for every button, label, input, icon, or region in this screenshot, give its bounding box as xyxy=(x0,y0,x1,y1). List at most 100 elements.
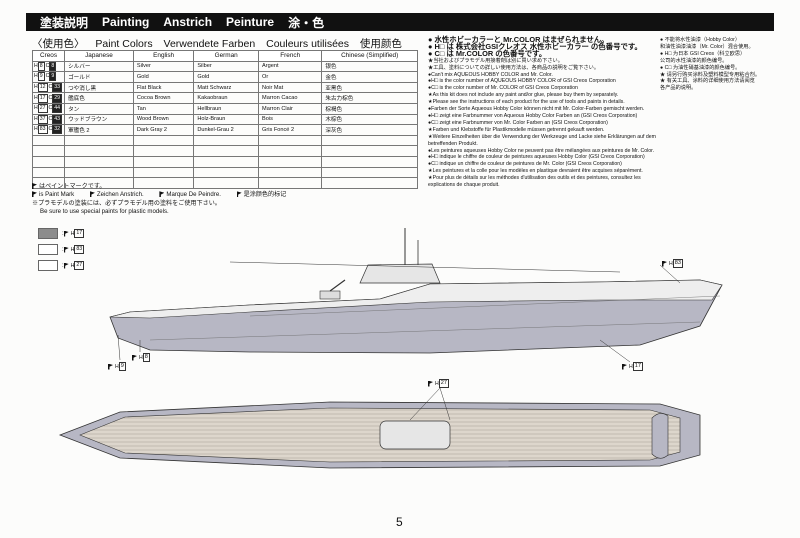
info-line: ● 水性ホビーカラーと Mr.COLOR はまぜられません。 xyxy=(428,35,609,44)
paint-mark-flag-icon xyxy=(108,363,113,370)
callout-line xyxy=(659,264,681,284)
paint-mark-translations: is Paint Mark Zeichen Anstrich. Marque D… xyxy=(32,191,300,199)
header-cn: 涂・色 xyxy=(288,15,325,30)
callout-line xyxy=(599,339,631,363)
page-number: 5 xyxy=(396,515,403,529)
info-line-fr: ★Les peintures et la colle pour les modè… xyxy=(428,168,643,175)
paint-title-en: Paint Colors xyxy=(95,38,153,50)
empty-table-row xyxy=(31,177,418,189)
info-cn-line: ● 不能将水性油漆（Hobby Color） xyxy=(660,37,741,43)
info-cn-line: ★ 有关工具、涂料的详细使用方法请阅览 xyxy=(660,78,755,85)
info-line-de: ●H□ zeigt eine Farbnummer von Aqueous Ho… xyxy=(428,112,638,119)
hull-seam xyxy=(149,321,701,341)
paint-mark-cn: 是涂颜色的标记 xyxy=(243,191,287,199)
paint-mark-jp: はペイントマークです。 xyxy=(39,183,106,190)
callout-code: 17 xyxy=(632,362,643,371)
paint-title-jp: 〈使用色〉 xyxy=(32,38,85,50)
header-de: Anstrich xyxy=(163,15,213,29)
swatch-chip xyxy=(38,228,58,239)
callout-code: 83 xyxy=(672,259,683,268)
header-fr: Peinture xyxy=(226,15,275,29)
hobby-color-code: 17 xyxy=(37,93,48,103)
paint-info-block: ● 水性ホビーカラーと Mr.COLOR はまぜられません。 ● H□ は 株式… xyxy=(428,35,658,189)
mr-color-code: 43 xyxy=(52,114,63,124)
header-en: Painting xyxy=(102,15,150,29)
mr-color-code: 32 xyxy=(52,125,63,135)
swatch-code: 83 xyxy=(74,245,85,254)
paint-color-table: Creos Japanese English German French Chi… xyxy=(31,50,418,189)
callout-line xyxy=(117,334,121,361)
mr-color-code: 9 xyxy=(49,72,57,82)
info-line: ● H□ は 株式会社GSIクレオス 水性ホビーカラー の色番号です。 xyxy=(428,41,642,51)
swatch-sep: : xyxy=(62,246,64,253)
deck-gun xyxy=(319,290,341,300)
hobby-color-code: 9 xyxy=(37,72,45,82)
paint-mark-en: is Paint Mark xyxy=(39,191,75,199)
paint-mark-jp-row: はペイントマークです。 xyxy=(32,183,300,191)
paint-mark-fr: Marque De Peindre. xyxy=(166,191,221,199)
info-line: ● C□ は Mr.COLOR の色番号です。 xyxy=(428,48,547,58)
info-line: ★当社およびプラモデル用接着剤は別に買い求め下さい。 xyxy=(428,57,563,64)
info-cn-line: 各产品的说明。 xyxy=(660,85,697,92)
plastic-note-jp: ※プラモデルの塗装には、必ずプラモデル用の塗料をご使用下さい。 xyxy=(32,199,221,207)
info-line-de: ●C□ zeigt eine Farbnummer von Mr. Color … xyxy=(428,119,608,126)
info-line-de: ★Farben und Klebstoffe für Plastikmodell… xyxy=(428,126,605,133)
paint-title-cn: 使用颜色 xyxy=(359,38,402,50)
info-cn-line: 和油性油漆油漆（Mr. Color）混合使用。 xyxy=(660,43,754,50)
info-cn-line: ● C□ 为油性硝基油漆的颜色编号。 xyxy=(660,64,741,71)
mr-color-code: 44 xyxy=(52,104,63,114)
hobby-color-code: 27 xyxy=(37,104,48,114)
paint-mark-flag-icon xyxy=(428,380,433,387)
info-line-fr: ●C□ indique un chiffre de couleur de pei… xyxy=(428,161,622,168)
info-line-de: ★Weitere Einzelheiten über die Verwendun… xyxy=(428,133,656,147)
callout-line xyxy=(439,387,451,421)
info-line-en: ★Please see the instructions of each pro… xyxy=(428,99,625,106)
header-jp: 塗装説明 xyxy=(40,15,89,30)
info-line-en: ★As this kit does not include any paint … xyxy=(428,92,619,99)
submarine-top-view xyxy=(58,387,701,469)
mr-color-code: 29 xyxy=(52,93,63,103)
swatch-sep: : xyxy=(62,230,64,237)
hobby-color-code: 8 xyxy=(37,61,45,71)
info-line-de: ●Farben der Sorte Aqueous Hobby Color kö… xyxy=(428,106,645,113)
swatch-chip xyxy=(38,244,58,255)
swatch-sep: : xyxy=(62,262,64,269)
waterline xyxy=(249,295,721,317)
plastic-note-en: Be sure to use special paints for plasti… xyxy=(40,207,169,215)
info-cn-line: ★ 请另行购买涂料及塑料模型专用粘合剂。 xyxy=(660,71,761,78)
conning-tower-top xyxy=(379,420,451,450)
info-line-en: ●Can't mix AQUEOUS HOBBY COLOR and Mr. C… xyxy=(428,71,553,78)
paint-colors-title: 〈使用色〉 Paint Colors Verwendete Farben Cou… xyxy=(32,36,410,51)
mr-color-code: 33 xyxy=(52,83,63,93)
hobby-color-code: 83 xyxy=(37,125,48,135)
info-line-en: ●C□ is the color number of Mr. COLOR of … xyxy=(428,85,578,92)
info-line: ★工具、塗料についての詳しい使用方法は、各商品の説明をご覧下さい。 xyxy=(428,64,600,71)
info-cn-line: 公司的水性油漆的颜色编号。 xyxy=(660,57,728,64)
paint-mark-notes: はペイントマークです。 is Paint Mark Zeichen Anstri… xyxy=(32,183,300,216)
swatch-code: 17 xyxy=(74,229,85,238)
section-header: 塗装説明 Painting Anstrich Peinture 涂・色 xyxy=(26,13,774,31)
deck-gun-barrel xyxy=(329,279,346,292)
hobby-color-code: 12 xyxy=(37,83,48,93)
paint-info-chinese: ● 不能将水性油漆（Hobby Color） 和油性油漆油漆（Mr. Color… xyxy=(660,37,780,92)
conning-tower xyxy=(359,263,441,284)
callout-code: 8 xyxy=(142,353,150,362)
submarine-side-view xyxy=(109,228,723,363)
info-line-fr: ●H□ indique le chiffre de couleur de pei… xyxy=(428,154,645,161)
paint-mark-de: Zeichen Anstrich. xyxy=(96,191,144,199)
swatch-code: 27 xyxy=(74,261,85,270)
stern-planes xyxy=(651,413,669,459)
